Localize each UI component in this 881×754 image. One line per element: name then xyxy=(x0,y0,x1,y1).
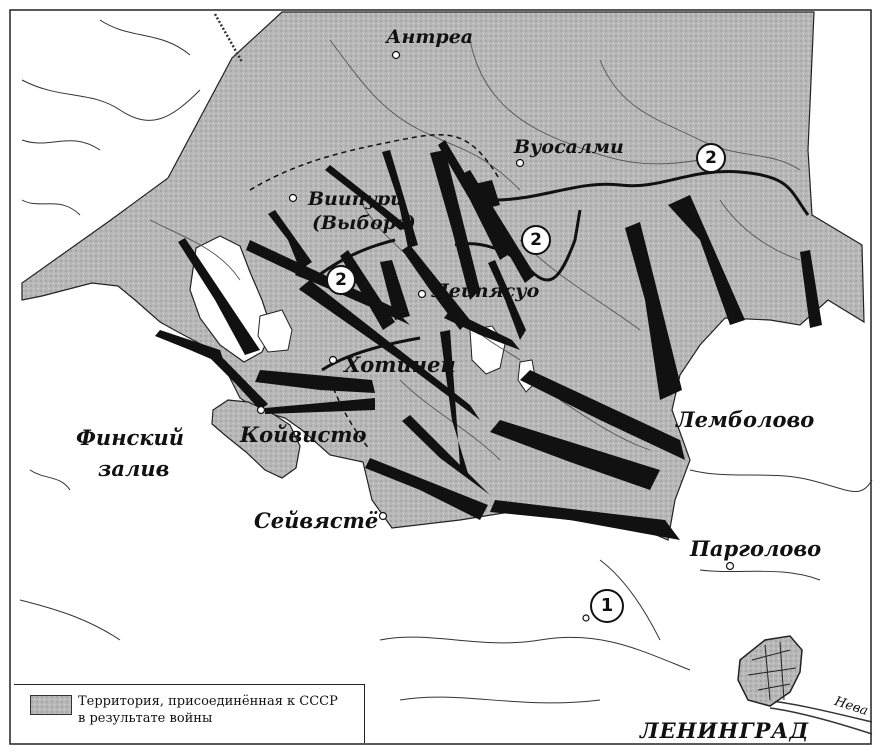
arrow xyxy=(208,350,268,410)
railway xyxy=(213,13,244,63)
arrow xyxy=(625,222,682,400)
legend-line2: в результате войны xyxy=(78,711,213,726)
arrow xyxy=(490,500,680,540)
arrow xyxy=(490,420,660,490)
rivers xyxy=(149,39,801,461)
arrow xyxy=(488,260,526,340)
koivisto-island xyxy=(211,399,301,479)
label-vuosalmi: Вуосалми xyxy=(514,136,624,158)
marker-1: 1 xyxy=(590,589,624,623)
offensive-arrows xyxy=(155,140,822,540)
arrow xyxy=(438,140,512,260)
label-seivyaste: Сейвястё xyxy=(254,508,379,533)
settlement-seivyaste xyxy=(378,511,388,521)
inner-bay xyxy=(257,309,293,353)
arrow xyxy=(470,180,500,210)
label-lembolovo: Лемболово xyxy=(676,407,815,432)
arrow xyxy=(265,398,375,414)
arrow xyxy=(255,370,375,393)
label-gulf-line2: залив xyxy=(98,456,170,481)
label-gulf-line1: Финский xyxy=(76,425,185,450)
marker-2-center: 2 xyxy=(521,225,551,255)
legend-line1: Территория, присоединённая к СССР xyxy=(78,694,338,709)
arrow xyxy=(380,260,410,320)
label-koivisto: Койвисто xyxy=(240,422,367,447)
neva-river-bank xyxy=(769,707,873,735)
settlement-antrea xyxy=(391,50,401,60)
shorelines xyxy=(19,19,873,704)
settlement-hotinen xyxy=(328,355,338,365)
settlement-viipuri xyxy=(288,193,298,203)
label-hotinen: Хотинен xyxy=(344,352,456,377)
label-vyborg: (Выборг) xyxy=(312,212,416,234)
label-viipuri: Виипури xyxy=(308,188,404,210)
settlement-pargolovo xyxy=(725,561,735,571)
leningrad-city xyxy=(737,635,803,707)
arrow xyxy=(365,458,488,520)
settlement-leipyasuo xyxy=(417,289,427,299)
legend-territory-swatch xyxy=(30,695,72,715)
marker-2-east: 2 xyxy=(696,143,726,173)
map-frame xyxy=(9,9,872,745)
map-legend: Территория, присоединённая к СССР в резу… xyxy=(14,684,365,743)
settlement-near-1 xyxy=(582,614,590,622)
settlement-koivisto xyxy=(256,405,266,415)
label-leningrad: ЛЕНИНГРАД xyxy=(640,718,810,743)
arrow xyxy=(325,165,410,230)
arrow xyxy=(402,245,470,330)
arrow xyxy=(800,250,822,328)
label-antrea: Антреа xyxy=(386,26,474,48)
arrow xyxy=(268,210,312,270)
arrow xyxy=(382,150,418,248)
arrow xyxy=(440,330,470,480)
arrow xyxy=(668,195,745,325)
legend-text: Территория, присоединённая к СССР в резу… xyxy=(78,693,338,727)
arrow xyxy=(246,240,400,320)
arrow xyxy=(300,280,480,420)
label-leipyasuo: Лейпясуо xyxy=(432,280,540,302)
dashed-front-lines xyxy=(249,134,501,451)
arrow xyxy=(155,330,225,365)
label-pargolovo: Парголово xyxy=(690,536,822,561)
settlements xyxy=(256,50,735,622)
arrow xyxy=(520,370,685,460)
arrow xyxy=(430,150,480,300)
arrow xyxy=(178,238,260,355)
settlement-vuosalmi xyxy=(515,158,525,168)
marker-2-west: 2 xyxy=(326,265,356,295)
